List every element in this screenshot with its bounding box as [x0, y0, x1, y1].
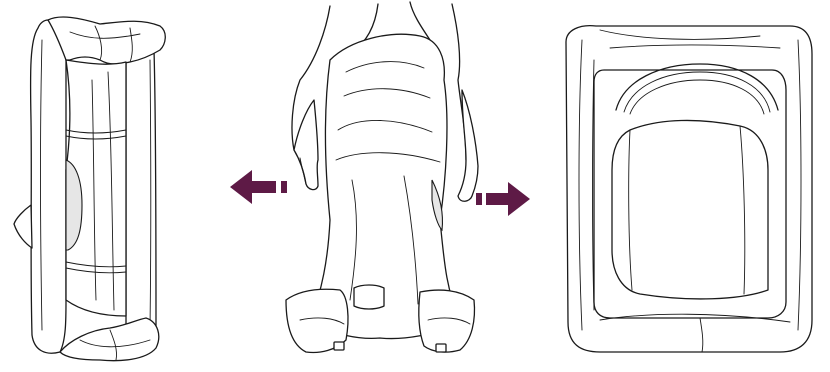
arrow-right-icon — [476, 182, 530, 216]
hands-unfolding-bassinet-icon — [286, 2, 478, 353]
unfolded-bassinet-icon — [566, 26, 812, 352]
arrow-left-icon — [230, 170, 287, 204]
folded-bassinet-icon — [14, 17, 165, 361]
